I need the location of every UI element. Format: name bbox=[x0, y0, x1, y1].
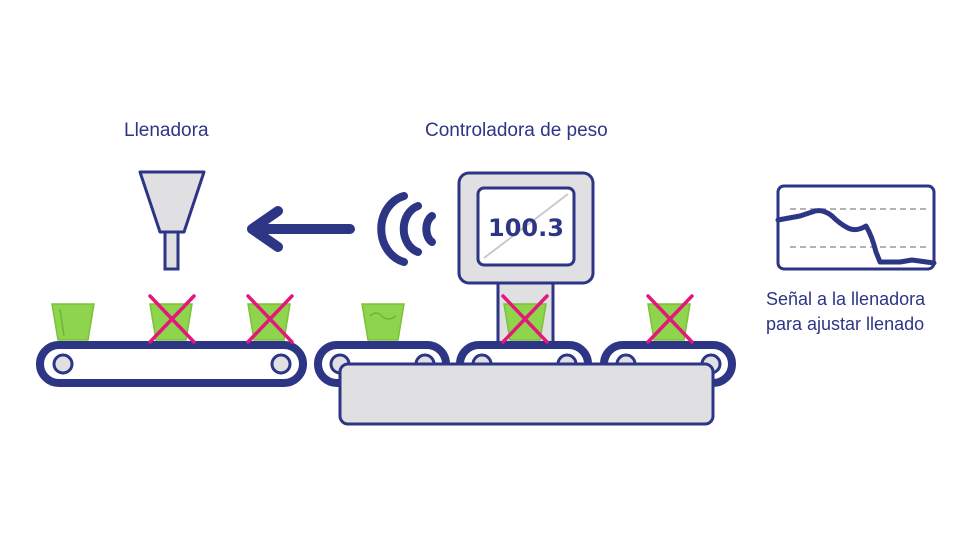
cup-4 bbox=[361, 303, 405, 341]
checkweigher-base bbox=[338, 362, 715, 426]
cup-5-rejected bbox=[501, 294, 549, 344]
reject-x-icon bbox=[646, 294, 694, 344]
arrow-left-icon bbox=[247, 206, 355, 252]
controller-terminal bbox=[457, 171, 595, 285]
reject-x-icon bbox=[501, 294, 549, 344]
signal-caption-line1: Señal a la llenadora bbox=[766, 289, 926, 309]
hopper-icon bbox=[138, 170, 206, 271]
weight-display-value: 100.3 bbox=[488, 214, 564, 242]
cup-2-rejected bbox=[148, 294, 196, 344]
cup-6-rejected bbox=[646, 294, 694, 344]
wireless-signal-icon bbox=[377, 192, 436, 266]
cup-3-rejected bbox=[246, 294, 294, 344]
filler-label: Llenadora bbox=[124, 120, 209, 141]
signal-caption: Señal a la llenadora para ajustar llenad… bbox=[766, 287, 925, 337]
signal-caption-line2: para ajustar llenado bbox=[766, 314, 925, 334]
cup-1 bbox=[51, 303, 95, 341]
signal-graph-icon bbox=[775, 184, 937, 271]
reject-x-icon bbox=[148, 294, 196, 344]
left-conveyor bbox=[36, 341, 307, 387]
reject-x-icon bbox=[246, 294, 294, 344]
controller-label: Controladora de peso bbox=[425, 120, 608, 141]
